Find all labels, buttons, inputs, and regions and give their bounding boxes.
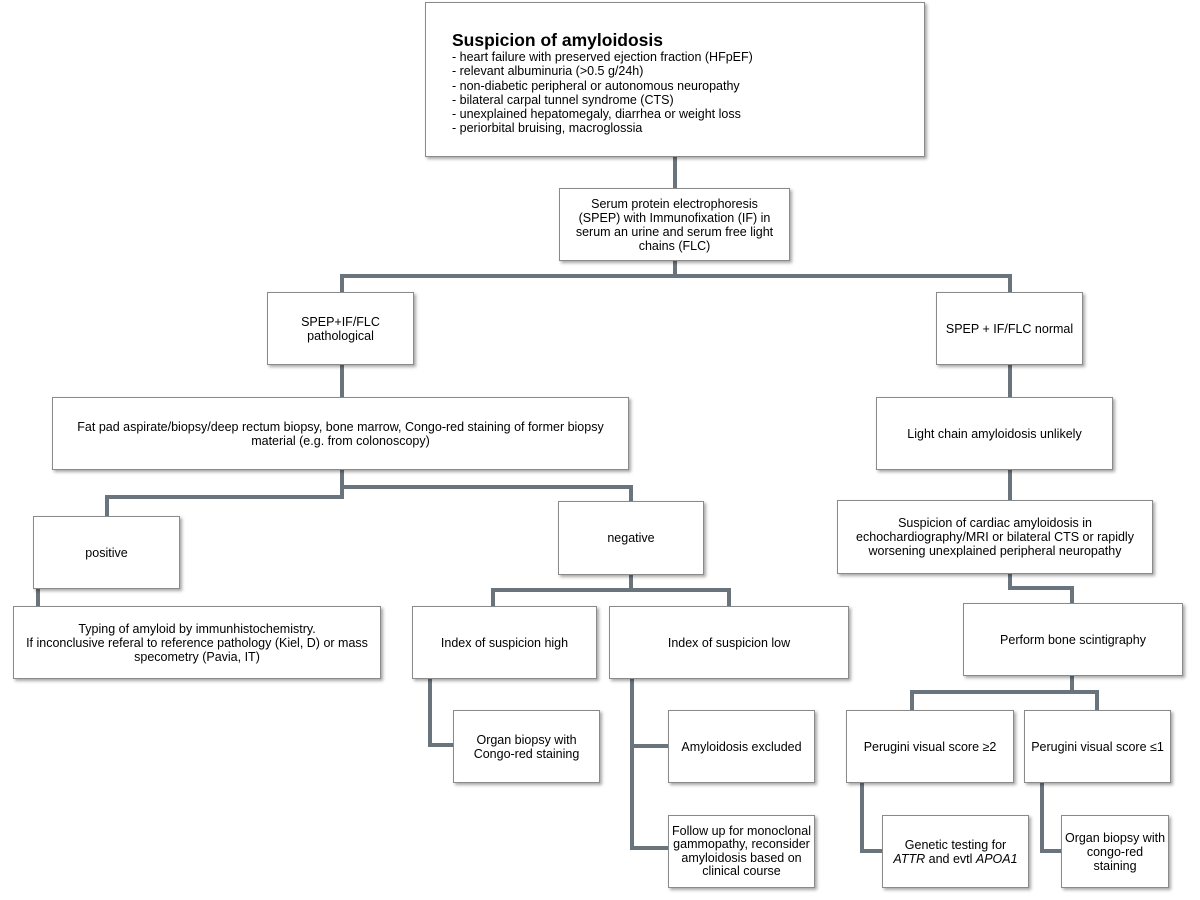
connector-line (1072, 690, 1099, 710)
connector-line (105, 470, 344, 516)
index-high-box: Index of suspicion high (412, 606, 597, 679)
typing-line: Typing of amyloid by immunhistochemistry… (78, 621, 316, 636)
connector-line (1040, 783, 1061, 853)
spep-box: Serum protein electrophoresis (SPEP) wit… (559, 188, 790, 261)
connector-line (675, 274, 1012, 292)
light-chain-unlikely-text: Light chain amyloidosis unlikely (907, 426, 1082, 441)
biopsy-box: Fat pad aspirate/biopsy/deep rectum biop… (52, 397, 629, 470)
index-low-box: Index of suspicion low (609, 606, 849, 679)
connector-line (340, 261, 677, 292)
light-chain-unlikely-box: Light chain amyloidosis unlikely (876, 397, 1113, 470)
perugini-high-box: Perugini visual score ≥2 (846, 710, 1014, 783)
follow-up-box: Follow up for monoclonal gammopathy, rec… (668, 815, 815, 888)
normal-text: SPEP + IF/FLC normal (945, 321, 1074, 336)
genetic-mid: and evtl (925, 851, 976, 866)
organ-biopsy-box: Organ biopsy with Congo-red staining (453, 710, 600, 783)
index-high-text: Index of suspicion high (440, 635, 569, 650)
criterion-item: - heart failure with preserved ejection … (452, 50, 753, 64)
amyloidosis-excluded-text: Amyloidosis excluded (681, 739, 802, 754)
connector-line (631, 588, 731, 606)
criterion-item: - bilateral carpal tunnel syndrome (CTS) (452, 92, 674, 107)
criterion-item: - relevant albuminuria (>0.5 g/24h) (452, 64, 644, 79)
spep-text: Serum protein electrophoresis (SPEP) wit… (575, 196, 774, 253)
connector-line (910, 676, 1074, 710)
cardiac-suspicion-box: Suspicion of cardiac amyloidosis in echo… (837, 500, 1153, 574)
bone-scintigraphy-text: Perform bone scintigraphy (1000, 632, 1146, 647)
connector-line (491, 575, 633, 606)
cardiac-suspicion-text: Suspicion of cardiac amyloidosis in echo… (856, 516, 1134, 558)
criterion-item: - non-diabetic peripheral or autonomous … (452, 78, 740, 93)
pathological-text: SPEP+IF/FLC pathological (301, 314, 380, 343)
amyloidosis-excluded-box: Amyloidosis excluded (668, 710, 815, 783)
connector-line (428, 679, 453, 747)
organ-biopsy-box-2: Organ biopsy with congo-red staining (1061, 815, 1169, 888)
connector-line (630, 679, 668, 850)
criterion-item: - periorbital bruising, macroglossia (452, 121, 643, 136)
criterion-item: - unexplained hepatomegaly, diarrhea or … (452, 107, 741, 122)
connector-line (340, 470, 633, 501)
positive-box: positive (33, 516, 180, 589)
perugini-high-text: Perugini visual score ≥2 (863, 739, 997, 754)
pathological-box: SPEP+IF/FLC pathological (267, 292, 414, 365)
apoa1-gene: APOA1 (975, 851, 1018, 866)
connector-line (860, 783, 882, 853)
perugini-low-text: Perugini visual score ≤1 (1031, 739, 1164, 754)
negative-box: negative (558, 501, 704, 575)
genetic-testing-line1: Genetic testing for (904, 837, 1007, 852)
organ-biopsy-2-text: Organ biopsy with congo-red staining (1064, 830, 1166, 873)
suspicion-box: Suspicion of amyloidosis - heart failure… (425, 2, 925, 157)
normal-box: SPEP + IF/FLC normal (936, 292, 1083, 365)
perugini-low-box: Perugini visual score ≤1 (1024, 710, 1171, 783)
follow-up-text: Follow up for monoclonal gammopathy, rec… (672, 823, 811, 878)
typing-line: specometry (Pavia, IT) (134, 649, 260, 664)
typing-box: Typing of amyloid by immunhistochemistry… (13, 606, 381, 679)
typing-line: If inconclusive referal to reference pat… (26, 635, 368, 650)
index-low-text: Index of suspicion low (667, 635, 791, 650)
organ-biopsy-text: Organ biopsy with Congo-red staining (473, 732, 580, 761)
attr-gene: ATTR (893, 851, 926, 866)
suspicion-title: Suspicion of amyloidosis (452, 30, 664, 50)
genetic-testing-line2: ATTR and evtl APOA1 (893, 852, 1017, 866)
genetic-testing-box: Genetic testing for ATTR and evtl APOA1 (882, 815, 1029, 888)
positive-text: positive (85, 545, 128, 560)
biopsy-text: Fat pad aspirate/biopsy/deep rectum biop… (77, 419, 604, 448)
negative-text: negative (607, 531, 655, 545)
bone-scintigraphy-box: Perform bone scintigraphy (963, 603, 1183, 676)
connector-line (1008, 574, 1074, 603)
